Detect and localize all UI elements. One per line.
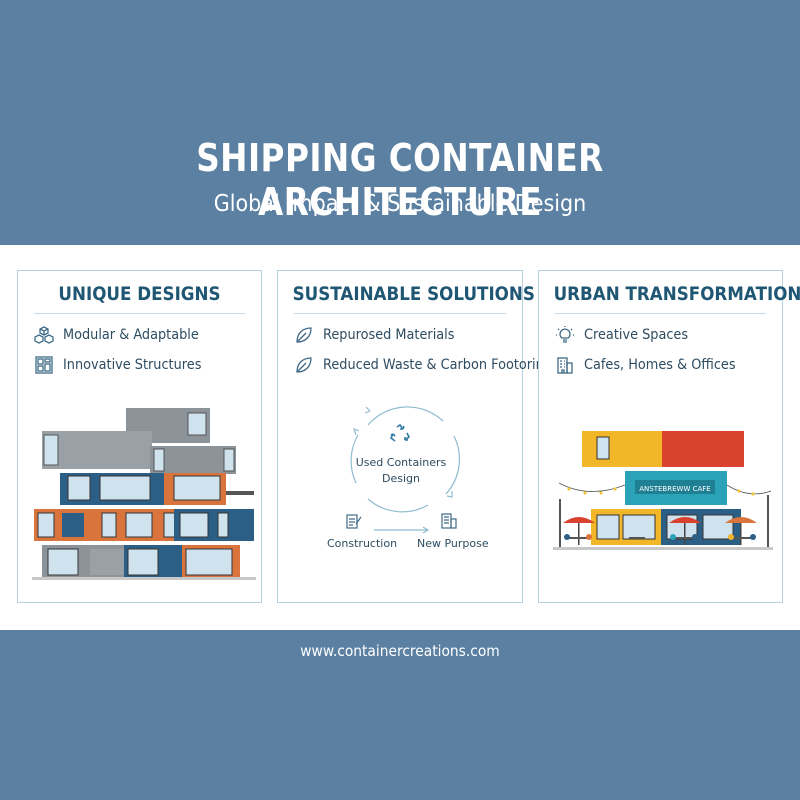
divider bbox=[34, 313, 245, 314]
footer-url-link[interactable]: www.containercreations.com bbox=[300, 642, 500, 660]
cycle-center-label: Used Containers Design bbox=[351, 455, 451, 487]
cycle-center-text: Used Containers Design bbox=[355, 456, 447, 485]
cubes-icon bbox=[34, 325, 54, 345]
feature-creative-spaces: Creative Spaces bbox=[555, 324, 697, 346]
feature-label: Repurosed Materials bbox=[323, 327, 455, 343]
feature-label: Modular & Adaptable bbox=[63, 327, 199, 343]
document-icon bbox=[345, 512, 363, 534]
feature-modular: Modular & Adaptable bbox=[34, 324, 211, 346]
feature-innovative: Innovative Structures bbox=[34, 354, 213, 376]
recycle-cycle-diagram bbox=[350, 406, 461, 513]
feature-label: Creative Spaces bbox=[584, 327, 689, 343]
feature-label: Cafes, Homes & Offices bbox=[584, 357, 736, 373]
feature-label: Innovative Structures bbox=[63, 357, 202, 373]
card-urban-transformation: URBAN TRANSFORMATION Creative Spaces Caf… bbox=[538, 270, 800, 603]
divider bbox=[294, 313, 506, 314]
cycle-right-label: New Purpose bbox=[417, 537, 489, 550]
card-title: URBAN TRANSFORMATION bbox=[553, 283, 800, 305]
leaf-icon bbox=[294, 325, 314, 345]
building-blocks-icon bbox=[34, 355, 54, 375]
page-subtitle: Global Impact & Sustainable Design bbox=[213, 191, 587, 217]
divider bbox=[555, 313, 766, 314]
recycle-icon bbox=[389, 423, 411, 449]
card-title: UNIQUE DESIGNS bbox=[58, 283, 221, 305]
feature-cafes-homes-offices: Cafes, Homes & Offices bbox=[555, 354, 749, 376]
card-unique-designs: UNIQUE DESIGNS Modular & Adaptable Innov… bbox=[17, 270, 262, 603]
cafe-sign-text: ANSTEBREWW CAFE bbox=[639, 485, 710, 493]
feature-label: Reduced Waste & Carbon Footorint bbox=[323, 357, 549, 373]
leaf-icon bbox=[294, 355, 314, 375]
card-sustainable-solutions: SUSTAINABLE SOLUTIONS Repurosed Material… bbox=[277, 270, 549, 603]
building-icon bbox=[440, 512, 458, 534]
page-title: SHIPPING CONTAINER ARCHITECTURE bbox=[196, 136, 604, 224]
lightbulb-icon bbox=[555, 325, 575, 345]
header-banner: SHIPPING CONTAINER ARCHITECTURE Global I… bbox=[0, 0, 800, 245]
container-cafe-illustration: ANSTEBREWW CAFE bbox=[553, 431, 773, 550]
cycle-left-label: Construction bbox=[327, 537, 398, 550]
office-building-icon bbox=[555, 355, 575, 375]
feature-reduced-waste: Reduced Waste & Carbon Footorint bbox=[294, 354, 569, 376]
arrow-right-icon bbox=[374, 519, 430, 538]
feature-repurposed: Repurosed Materials bbox=[294, 324, 466, 346]
card-title: SUSTAINABLE SOLUTIONS bbox=[292, 283, 535, 305]
stacked-containers-illustration bbox=[32, 408, 256, 580]
